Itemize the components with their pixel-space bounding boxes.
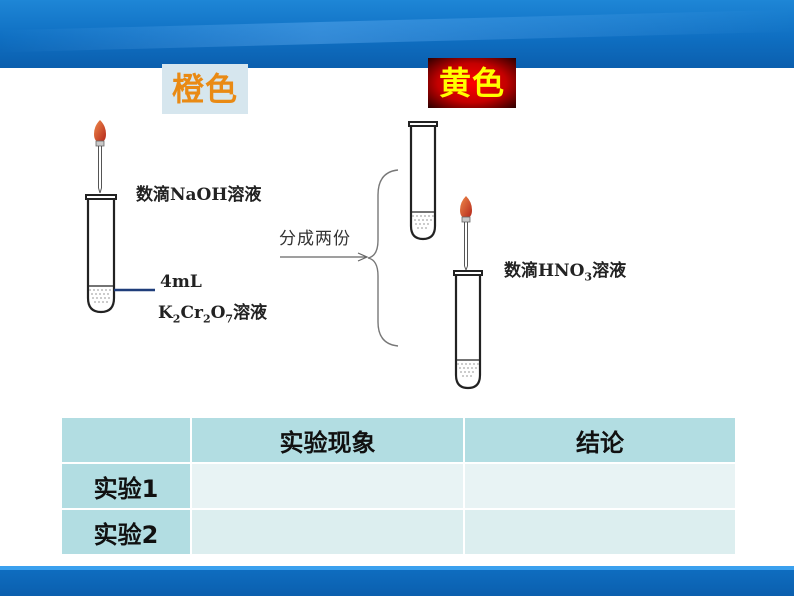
bottom-banner: [0, 566, 794, 596]
right-dropper-icon: [460, 196, 472, 271]
row-label-experiment-1: 实验1: [60, 462, 192, 510]
left-dropper-icon: [94, 120, 106, 194]
left-test-tube-icon: [85, 194, 117, 314]
split-label: 分成两份: [279, 229, 351, 249]
split-arrow-icon: [280, 252, 369, 262]
table-header-conclusion: 结论: [463, 416, 737, 464]
yellow-color-label: 黄色: [428, 58, 516, 108]
cell-phenomenon-1: [190, 462, 465, 510]
cell-conclusion-2: [463, 508, 737, 556]
table-header-row: 实验现象 结论: [60, 416, 737, 464]
cell-phenomenon-2: [190, 508, 465, 556]
dichromate-solution-label: K2Cr2O7溶液: [158, 303, 268, 326]
table-row: 实验2: [60, 508, 737, 556]
volume-label: 4mL: [160, 272, 202, 292]
results-table: 实验现象 结论 实验1 实验2: [60, 416, 737, 556]
orange-color-label: 橙色: [162, 64, 248, 114]
cell-conclusion-1: [463, 462, 737, 510]
hno3-drops-label: 数滴HNO3溶液: [504, 261, 627, 284]
naoh-drops-label: 数滴NaOH溶液: [136, 185, 262, 205]
table-row: 实验1: [60, 462, 737, 510]
upper-right-test-tube-icon: [408, 121, 438, 241]
top-banner: [0, 0, 794, 68]
table-header-phenomenon: 实验现象: [190, 416, 465, 464]
table-header-corner: [60, 416, 192, 464]
lower-right-test-tube-icon: [453, 270, 483, 390]
brace-icon: [367, 169, 399, 347]
row-label-experiment-2: 实验2: [60, 508, 192, 556]
